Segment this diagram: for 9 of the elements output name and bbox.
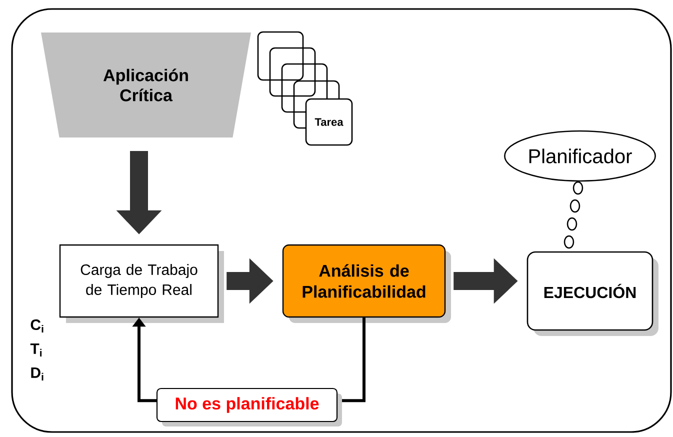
thought-bubble: Planificador: [504, 130, 656, 249]
process-box: Análisis de Planificabilidad: [282, 244, 451, 323]
process-box: Carga de Trabajo de Tiempo Real: [59, 244, 224, 323]
parameter-label: D$_{i}$: [31, 368, 44, 380]
parameter-label: T$_{i}$: [30, 344, 42, 356]
parameter-label: C$_{i}$: [30, 319, 44, 333]
task-card: Tarea: [305, 98, 353, 146]
process-box: EJECUCIÓN: [526, 251, 658, 336]
edge-label: No es planificable: [156, 388, 342, 426]
